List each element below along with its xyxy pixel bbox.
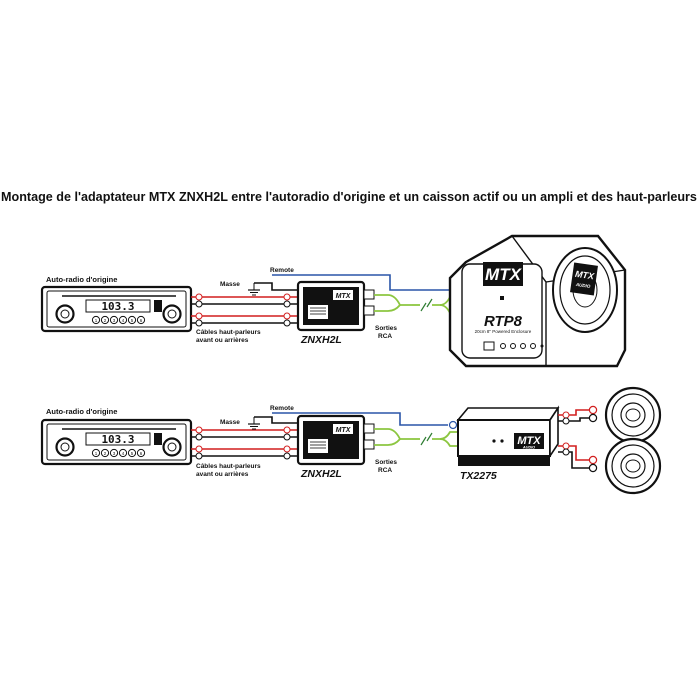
rca-label-top-1: Sorties [375, 325, 397, 332]
svg-text:4: 4 [122, 451, 125, 456]
svg-text:AUDIO: AUDIO [575, 282, 592, 289]
speaker-bottom [604, 437, 662, 495]
rca-cables-bottom [374, 428, 458, 447]
svg-text:6: 6 [140, 451, 143, 456]
tx2275-amplifier: MTX AUDIO [456, 405, 560, 466]
head-unit-label-bottom: Auto-radio d'origine [46, 407, 117, 416]
speaker-wires-bottom [191, 426, 298, 460]
preset-buttons-top: 1 2 3 4 5 6 [91, 315, 146, 325]
display-bottom [85, 432, 151, 446]
svg-text:3: 3 [113, 318, 116, 323]
display-frequency-top: 103.3 [101, 300, 134, 313]
svg-text:5: 5 [131, 451, 134, 456]
rca-label-bottom-1: Sorties [375, 459, 397, 466]
amp-name: TX2275 [460, 470, 497, 482]
svg-text:1: 1 [95, 451, 98, 456]
svg-text:2: 2 [104, 451, 107, 456]
rca-label-top-2: RCA [378, 333, 392, 340]
svg-text:5: 5 [131, 318, 134, 323]
amp-sublogo: AUDIO [522, 446, 535, 450]
display-frequency-bottom: 103.3 [101, 433, 134, 446]
speaker-wires-top [191, 293, 298, 327]
masse-label-bottom: Masse [220, 419, 240, 426]
head-unit-bottom: 103.3 1 2 3 4 5 6 [40, 418, 193, 466]
svg-text:3: 3 [113, 451, 116, 456]
head-unit-label-top: Auto-radio d'origine [46, 275, 117, 284]
bottom-row: Auto-radio d'origine 103.3 1 2 3 4 5 6 [40, 386, 662, 495]
subwoofer-badge: MTX [574, 269, 595, 282]
adapter-name-top: ZNXH2L [300, 334, 342, 346]
znxh2l-adapter-bottom: MTX [296, 414, 375, 466]
svg-text:2: 2 [104, 318, 107, 323]
adapter-name-bottom: ZNXH2L [300, 468, 342, 480]
remote-label-bottom: Remote [270, 405, 294, 412]
amp-base [458, 456, 550, 466]
svg-text:1: 1 [95, 318, 98, 323]
znxh2l-adapter-top: MTX [296, 280, 375, 332]
subwoofer-logo: MTX [485, 265, 523, 284]
rca-label-bottom-2: RCA [378, 467, 392, 474]
speaker-cables-label-top-2: avant ou arrières [196, 337, 249, 344]
preset-buttons-bottom: 1 2 3 4 5 6 [91, 448, 146, 458]
display-top [85, 299, 151, 313]
speaker-top [604, 386, 662, 444]
subwoofer-subtitle: 20cm 8" Powered Enclosure [475, 329, 532, 334]
rtp8-subwoofer: MTX AUDIO MTX RTP8 20cm 8" Powered Enclo… [448, 234, 627, 368]
remote-label-top: Remote [270, 267, 294, 274]
eject-icon-bottom [154, 433, 162, 445]
adapter-logo-top: MTX [336, 293, 352, 300]
head-unit-top: 103.3 1 2 3 4 5 6 [40, 285, 193, 333]
speaker-cables-label-top-1: Câbles haut-parleurs [196, 329, 261, 336]
subwoofer-name: RTP8 [484, 313, 523, 330]
amp-logo: MTX [517, 435, 541, 447]
masse-label-top: Masse [220, 281, 240, 288]
svg-text:4: 4 [122, 318, 125, 323]
top-row: Auto-radio d'origine 103.3 1 2 3 4 5 6 [40, 234, 627, 368]
eject-icon-top [154, 300, 162, 312]
ground-icon-top [248, 283, 260, 296]
diagram-title: Montage de l'adaptateur MTX ZNXH2L entre… [1, 190, 697, 204]
ground-icon-bottom [248, 417, 260, 430]
adapter-logo-bottom: MTX [336, 427, 352, 434]
speaker-cables-label-bottom-1: Câbles haut-parleurs [196, 463, 261, 470]
speaker-cables-label-bottom-2: avant ou arrières [196, 471, 249, 478]
amp-speaker-wires [558, 405, 598, 473]
svg-text:6: 6 [140, 318, 143, 323]
rca-cables-top [374, 294, 460, 314]
